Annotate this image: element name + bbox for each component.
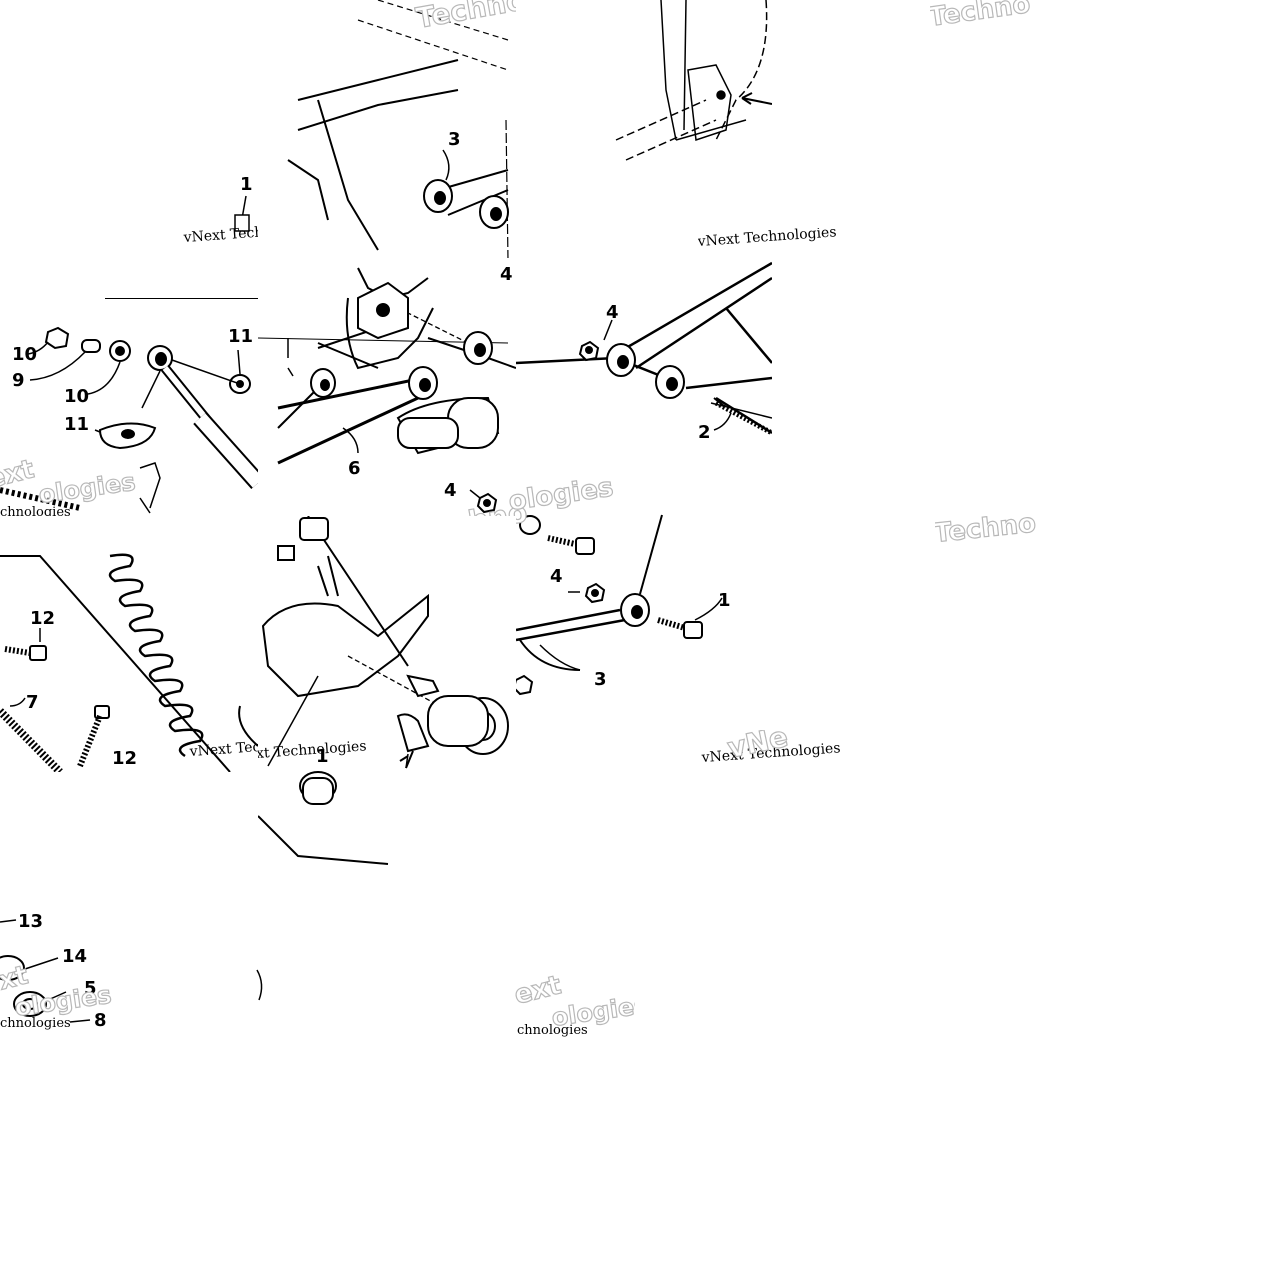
tile-callout-1-top: 1 vNext Technologies xyxy=(180,170,258,258)
upper-frame-drawing: 3 4 Techno xyxy=(287,0,516,258)
watermark-text: chnologies xyxy=(0,505,71,516)
tile-spring-coil: 12 7 12 vNext Technologies xyxy=(0,516,258,772)
bottom-left-drawing: 13 14 5 8 ext ologies chnologies xyxy=(0,911,114,1030)
tile-bottom-left-parts: 13 14 5 8 ext ologies chnologies xyxy=(0,900,130,1030)
callout-label: 3 xyxy=(448,129,461,150)
callout-label: 1 xyxy=(240,174,253,195)
callout-overlay: 4 xyxy=(500,264,513,285)
callout-label: 11 xyxy=(64,414,89,435)
tile-shock-upper-mount: 10 9 10 11 4 11 ext ologies chnologies xyxy=(0,298,258,516)
callout-label: 4 xyxy=(444,480,457,501)
watermark-text: chnologies xyxy=(517,1023,588,1038)
callout-label: 12 xyxy=(112,748,137,769)
leader-line xyxy=(442,149,450,181)
callout-label: 5 xyxy=(84,978,97,999)
shock-mount-drawing: 10 9 10 11 4 11 ext ologies chnologies xyxy=(0,298,258,516)
spindle-drawing: 6 xyxy=(258,267,516,479)
callout-label: 7 xyxy=(26,692,39,713)
right-arm-drawing: 4 2 xyxy=(516,261,772,443)
callout-label: 13 xyxy=(18,911,43,932)
watermark-text: ext xyxy=(0,454,37,494)
spring-drawing: 12 7 12 vNext Technologies xyxy=(0,553,258,772)
coil-spring xyxy=(108,553,204,758)
watermark-text: Techno xyxy=(930,0,1032,30)
watermark-fragment: vNext Technologies xyxy=(698,228,837,250)
tile-lower-spindle: 1 vNext Technologies xyxy=(258,516,516,866)
watermark-text: chnologies xyxy=(0,1016,71,1030)
callout-label: 2 xyxy=(698,422,711,443)
callout-label: 6 xyxy=(348,458,361,479)
callout-label: 11 xyxy=(228,326,253,347)
callout-label: 14 xyxy=(62,946,87,967)
callout-label: 9 xyxy=(12,370,25,391)
callout-label: 1 xyxy=(316,746,329,767)
lower-spindle-drawing: 1 vNext Technologies xyxy=(258,516,509,865)
callout-label: 3 xyxy=(594,669,607,690)
callout-label: 4 xyxy=(500,264,513,285)
callout-label: 10 xyxy=(64,386,89,407)
watermark-text: vNext Technologies xyxy=(698,228,837,250)
callout-label: 1 xyxy=(718,590,731,611)
watermark-text: ologies xyxy=(507,473,615,517)
watermark-fragment: ext ologies chnologies xyxy=(256,969,635,1038)
callout-label: 4 xyxy=(606,302,619,323)
callout-label: 8 xyxy=(94,1010,107,1030)
top-right-drawing xyxy=(615,0,772,161)
watermark-fragment: Techno xyxy=(935,510,1038,550)
watermark-text: vNext Technologies xyxy=(188,734,258,760)
callout-label: 12 xyxy=(30,608,55,629)
watermark-text: Techno xyxy=(413,0,516,35)
tile-lower-fasteners: 4 4 1 3 Techno ologies xyxy=(440,470,772,700)
watermark-text: Techno xyxy=(935,510,1037,549)
callout-label: 4 xyxy=(550,566,563,587)
watermark-fragment: Techno xyxy=(930,0,1033,30)
tile-top-right xyxy=(516,0,772,170)
callout-1-drawing: 1 vNext Technologies xyxy=(182,174,258,246)
watermark-text: vNext Technologies xyxy=(258,738,367,764)
tile-right-upper-arm: 4 2 xyxy=(516,258,772,448)
watermark-text: ologies xyxy=(37,468,137,509)
tile-upper-frame: 3 4 Techno xyxy=(258,0,516,258)
callout-label: 10 xyxy=(12,344,37,365)
watermark-fragment: vNext Technologies vNe xyxy=(700,730,841,766)
